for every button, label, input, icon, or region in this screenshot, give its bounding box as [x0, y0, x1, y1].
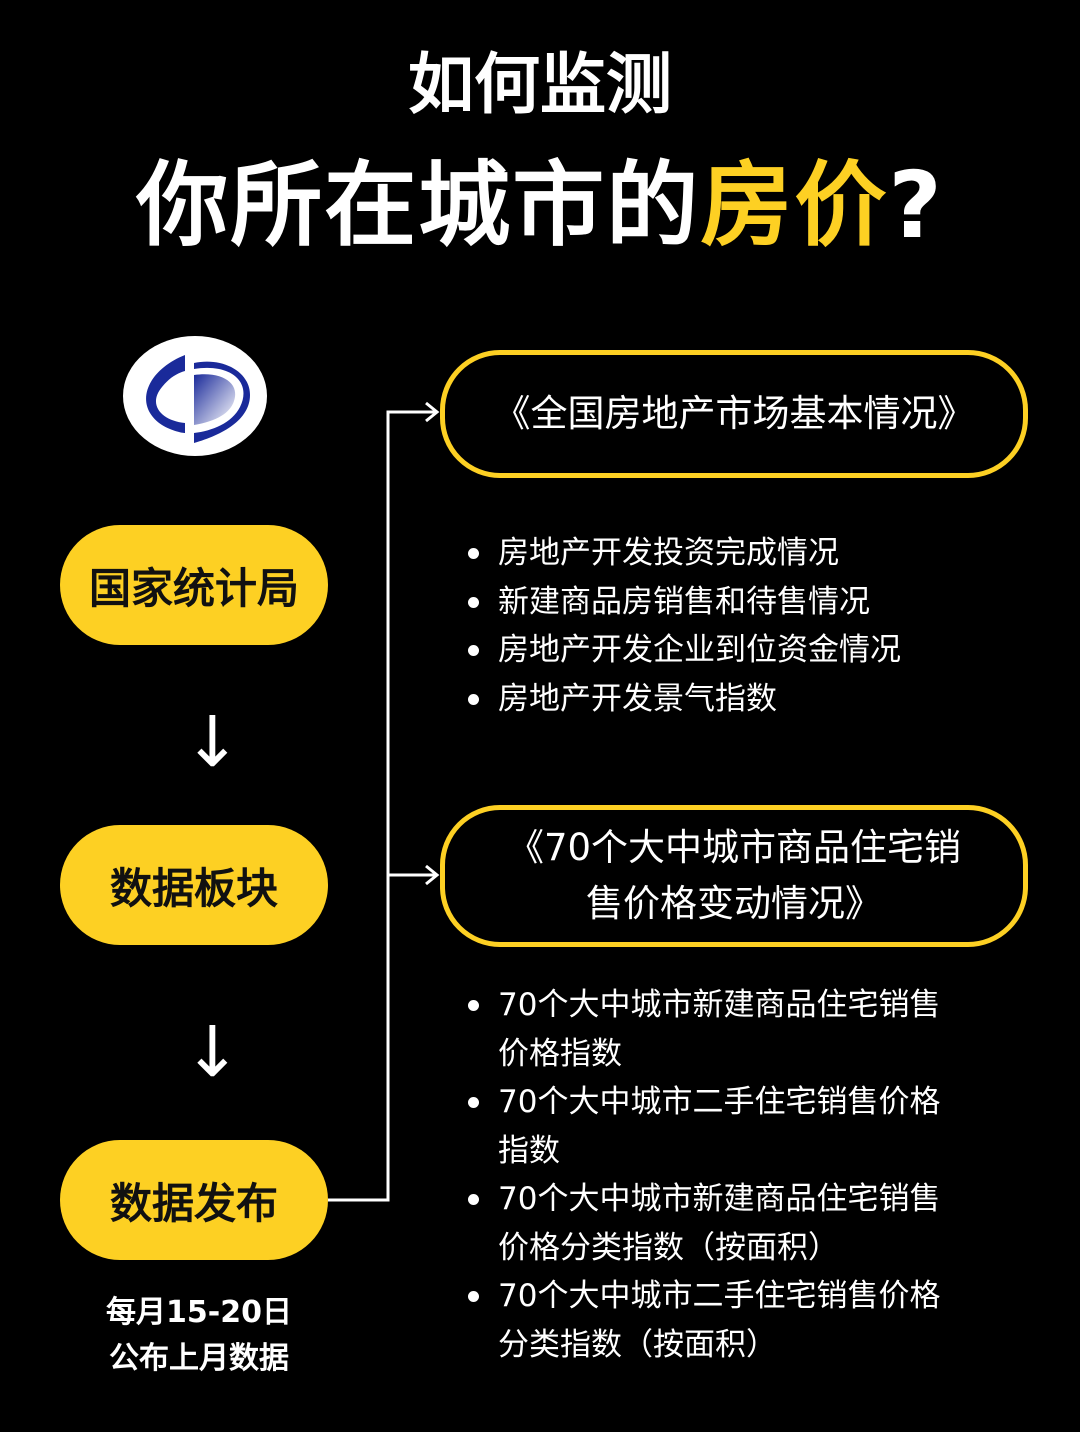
title-line-1: 如何监测 — [408, 46, 672, 123]
list-item: 房地产开发企业到位资金情况 — [468, 626, 1028, 675]
list-item: 70个大中城市二手住宅销售价格分类指数（按面积） — [468, 1272, 968, 1369]
national-bureau-of-statistics-logo-icon — [123, 336, 267, 456]
list-item: 70个大中城市新建商品住宅销售价格分类指数（按面积） — [468, 1175, 968, 1272]
list-item: 新建商品房销售和待售情况 — [468, 578, 1028, 627]
report-box-real-estate-market: 《全国房地产市场基本情况》 — [440, 350, 1028, 478]
list-item: 房地产开发景气指数 — [468, 675, 1028, 724]
arrow-right-icon — [425, 401, 440, 423]
list-item: 70个大中城市新建商品住宅销售价格指数 — [468, 981, 968, 1078]
step-data-section: 数据板块 — [60, 825, 328, 945]
step-national-bureau: 国家统计局 — [60, 525, 328, 645]
connector-line — [328, 410, 436, 1202]
note-line-2: 公布上月数据 — [109, 1341, 289, 1376]
note-line-1: 每月15-20日 — [106, 1295, 292, 1330]
report-title-line-1: 《70个大中城市商品住宅销 — [506, 826, 962, 869]
report-box-70-cities: 《70个大中城市商品住宅销售价格变动情况》 — [440, 805, 1028, 947]
title-suffix: ? — [888, 152, 944, 259]
arrow-right-icon — [425, 864, 440, 886]
step-data-release: 数据发布 — [60, 1140, 328, 1260]
list-item: 房地产开发投资完成情况 — [468, 529, 1028, 578]
title-prefix: 你所在城市的 — [136, 152, 701, 259]
release-schedule-note: 每月15-20日公布上月数据 — [60, 1290, 338, 1382]
title-highlight: 房价 — [700, 152, 889, 259]
list-item: 70个大中城市二手住宅销售价格指数 — [468, 1078, 968, 1175]
report-2-items: 70个大中城市新建商品住宅销售价格指数 70个大中城市二手住宅销售价格指数 70… — [468, 981, 968, 1369]
report-1-items: 房地产开发投资完成情况 新建商品房销售和待售情况 房地产开发企业到位资金情况 房… — [468, 529, 1028, 723]
title-line-2: 你所在城市的房价? — [0, 148, 1080, 263]
report-title-line-2: 售价格变动情况》 — [586, 882, 882, 925]
